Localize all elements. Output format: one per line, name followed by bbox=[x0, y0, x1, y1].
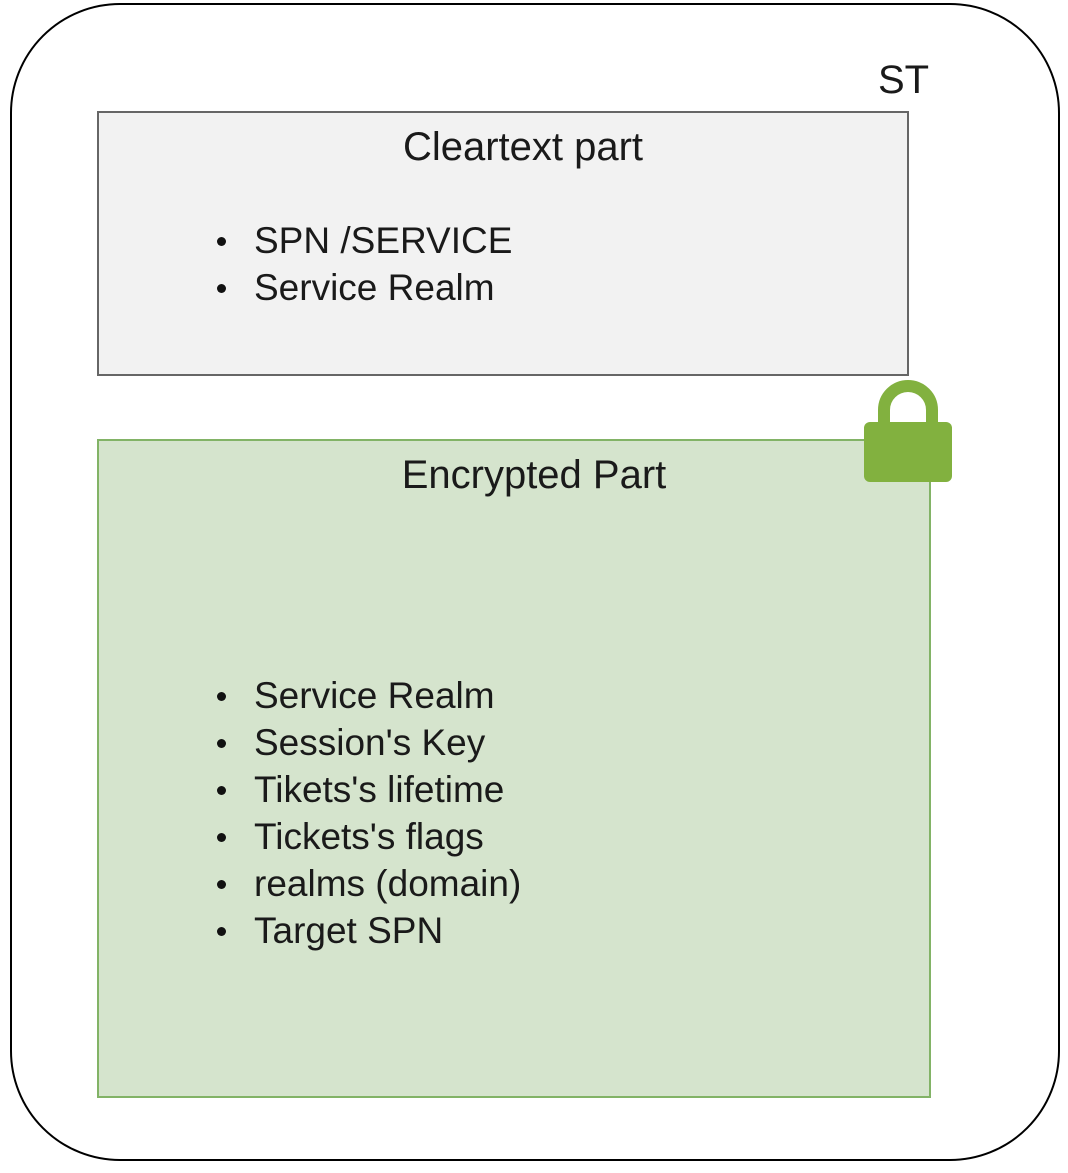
list-item: realms (domain) bbox=[216, 860, 521, 907]
cleartext-part-title: Cleartext part bbox=[402, 125, 644, 169]
list-item: Service Realm bbox=[216, 672, 521, 719]
list-item: Tickets's flags bbox=[216, 813, 521, 860]
list-item: Service Realm bbox=[216, 264, 512, 311]
encrypted-items-list: Service Realm Session's Key Tikets's lif… bbox=[216, 672, 521, 954]
padlock-icon bbox=[864, 380, 952, 482]
list-item: SPN /SERVICE bbox=[216, 217, 512, 264]
cleartext-items-list: SPN /SERVICE Service Realm bbox=[216, 217, 512, 311]
list-item: Target SPN bbox=[216, 907, 521, 954]
list-item: Session's Key bbox=[216, 719, 521, 766]
cleartext-part-box: Cleartext part SPN /SERVICE Service Real… bbox=[97, 111, 909, 376]
encrypted-part-title: Encrypted Part bbox=[401, 453, 667, 497]
encrypted-part-box: Encrypted Part Service Realm Session's K… bbox=[97, 439, 931, 1098]
container-label: ST bbox=[878, 58, 930, 102]
list-item: Tikets's lifetime bbox=[216, 766, 521, 813]
